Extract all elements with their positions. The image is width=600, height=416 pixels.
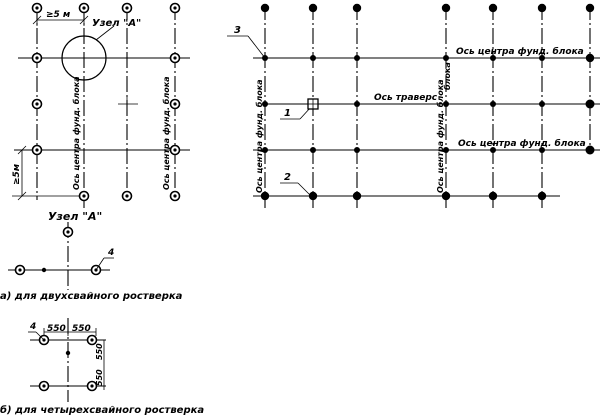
left-plan-piles	[31, 2, 181, 202]
pile-marker	[121, 190, 133, 202]
node-a-title: Узел "А"	[48, 210, 102, 223]
dim-550-b: 550	[72, 324, 91, 334]
right-plan-axes	[253, 4, 600, 208]
pile-marker	[169, 190, 181, 202]
dim-5m-side: ≥5м	[12, 145, 84, 201]
axis-label-fund-block-vert-left: Ось центра фунд. блока	[254, 79, 264, 193]
node-a-callout-label: Узел "А"	[92, 18, 141, 29]
callout-3: 3	[234, 25, 241, 36]
dim-5m-top-label: ≥5 м	[46, 10, 71, 20]
axis-label-traverse: Ось траверс	[374, 93, 438, 103]
pile-marker	[169, 144, 181, 156]
caption-four-pile: б) для четырехсвайного ростверка	[0, 404, 204, 416]
dim-550-a: 550	[47, 324, 66, 334]
pile-marker	[31, 52, 43, 64]
pile-marker	[78, 190, 90, 202]
right-plan-piles	[260, 3, 595, 201]
callout-4b: 4	[29, 322, 36, 332]
right-plan-labels: Ось центра фунд. блока Ось траверс Ось ц…	[254, 46, 586, 193]
pile-marker	[31, 2, 43, 14]
caption-two-pile: а) для двухсвайного ростверка	[0, 291, 183, 302]
pile-marker	[31, 144, 43, 156]
axis-label-fund-block-top: Ось центра фунд. блока	[456, 46, 584, 57]
axis-label-block-short: блока	[442, 62, 452, 90]
node-a-two-pile: 4	[8, 222, 114, 290]
right-plan-callouts: 3 1 2	[227, 25, 312, 197]
dim-550-d: 550	[95, 369, 104, 386]
callout-4a: 4	[107, 248, 114, 258]
left-plan-axes	[14, 4, 190, 208]
axis-label-fund-block-2: Ось центра фунд. блока	[161, 76, 171, 190]
axis-label-fund-block-vert-right: Ось центра фунд. блока	[435, 79, 445, 193]
pile-marker	[169, 52, 181, 64]
pile-marker	[78, 2, 90, 14]
left-plan-axis-labels: Ось центра фунд. блока Ось центра фунд. …	[71, 76, 171, 190]
node-four-pile: 550 550 550 550 4	[28, 318, 106, 402]
pile-marker	[31, 98, 43, 110]
pile-marker	[169, 2, 181, 14]
dim-5m-top: ≥5 м	[32, 10, 89, 26]
axis-label-fund-block-1: Ось центра фунд. блока	[71, 76, 81, 190]
pile-marker	[169, 98, 181, 110]
axis-label-fund-block-bottom: Ось центра фунд. блока	[458, 138, 586, 149]
callout-1: 1	[284, 108, 291, 119]
callout-2: 2	[284, 172, 291, 183]
node-a-detail-circle	[61, 35, 107, 81]
pile-marker	[121, 2, 133, 14]
dim-5m-side-label: ≥5м	[12, 163, 22, 185]
dim-550-c: 550	[95, 343, 104, 360]
